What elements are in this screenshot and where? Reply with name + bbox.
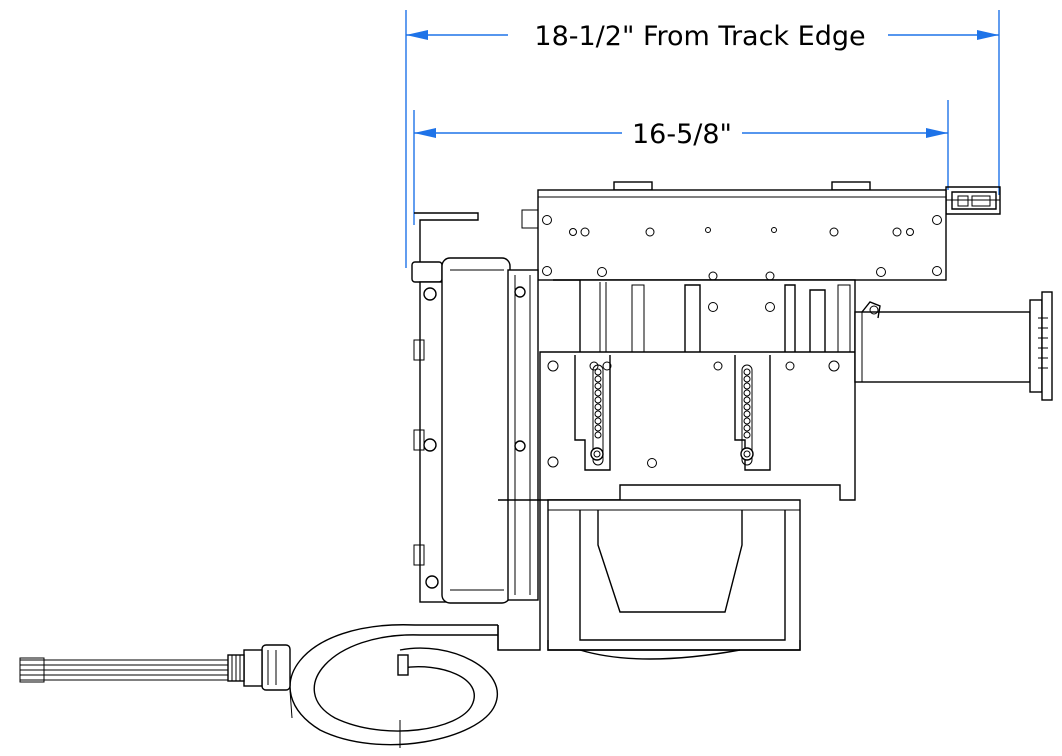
inner-arrow-right bbox=[926, 128, 948, 138]
outer-arrow-left bbox=[406, 30, 428, 40]
inner-dimension: 16-5/8" bbox=[413, 100, 949, 225]
lower-bracket bbox=[539, 351, 856, 501]
cable-connector bbox=[227, 644, 291, 691]
inner-arrow-left bbox=[414, 128, 436, 138]
outer-dimension-label: 18-1/2" From Track Edge bbox=[534, 21, 865, 52]
right-shaft bbox=[854, 291, 1053, 401]
gear-motor bbox=[411, 212, 541, 651]
outer-dimension: 18-1/2" From Track Edge bbox=[405, 10, 1000, 268]
inner-dimension-label: 16-5/8" bbox=[632, 119, 732, 150]
track-profile bbox=[945, 186, 1001, 215]
top-mounting-plate bbox=[521, 181, 947, 281]
hopper-base bbox=[547, 499, 801, 660]
cable bbox=[289, 624, 498, 748]
outer-arrow-right bbox=[977, 30, 999, 40]
middle-bracket bbox=[553, 279, 856, 356]
wire-bundle bbox=[19, 657, 228, 683]
